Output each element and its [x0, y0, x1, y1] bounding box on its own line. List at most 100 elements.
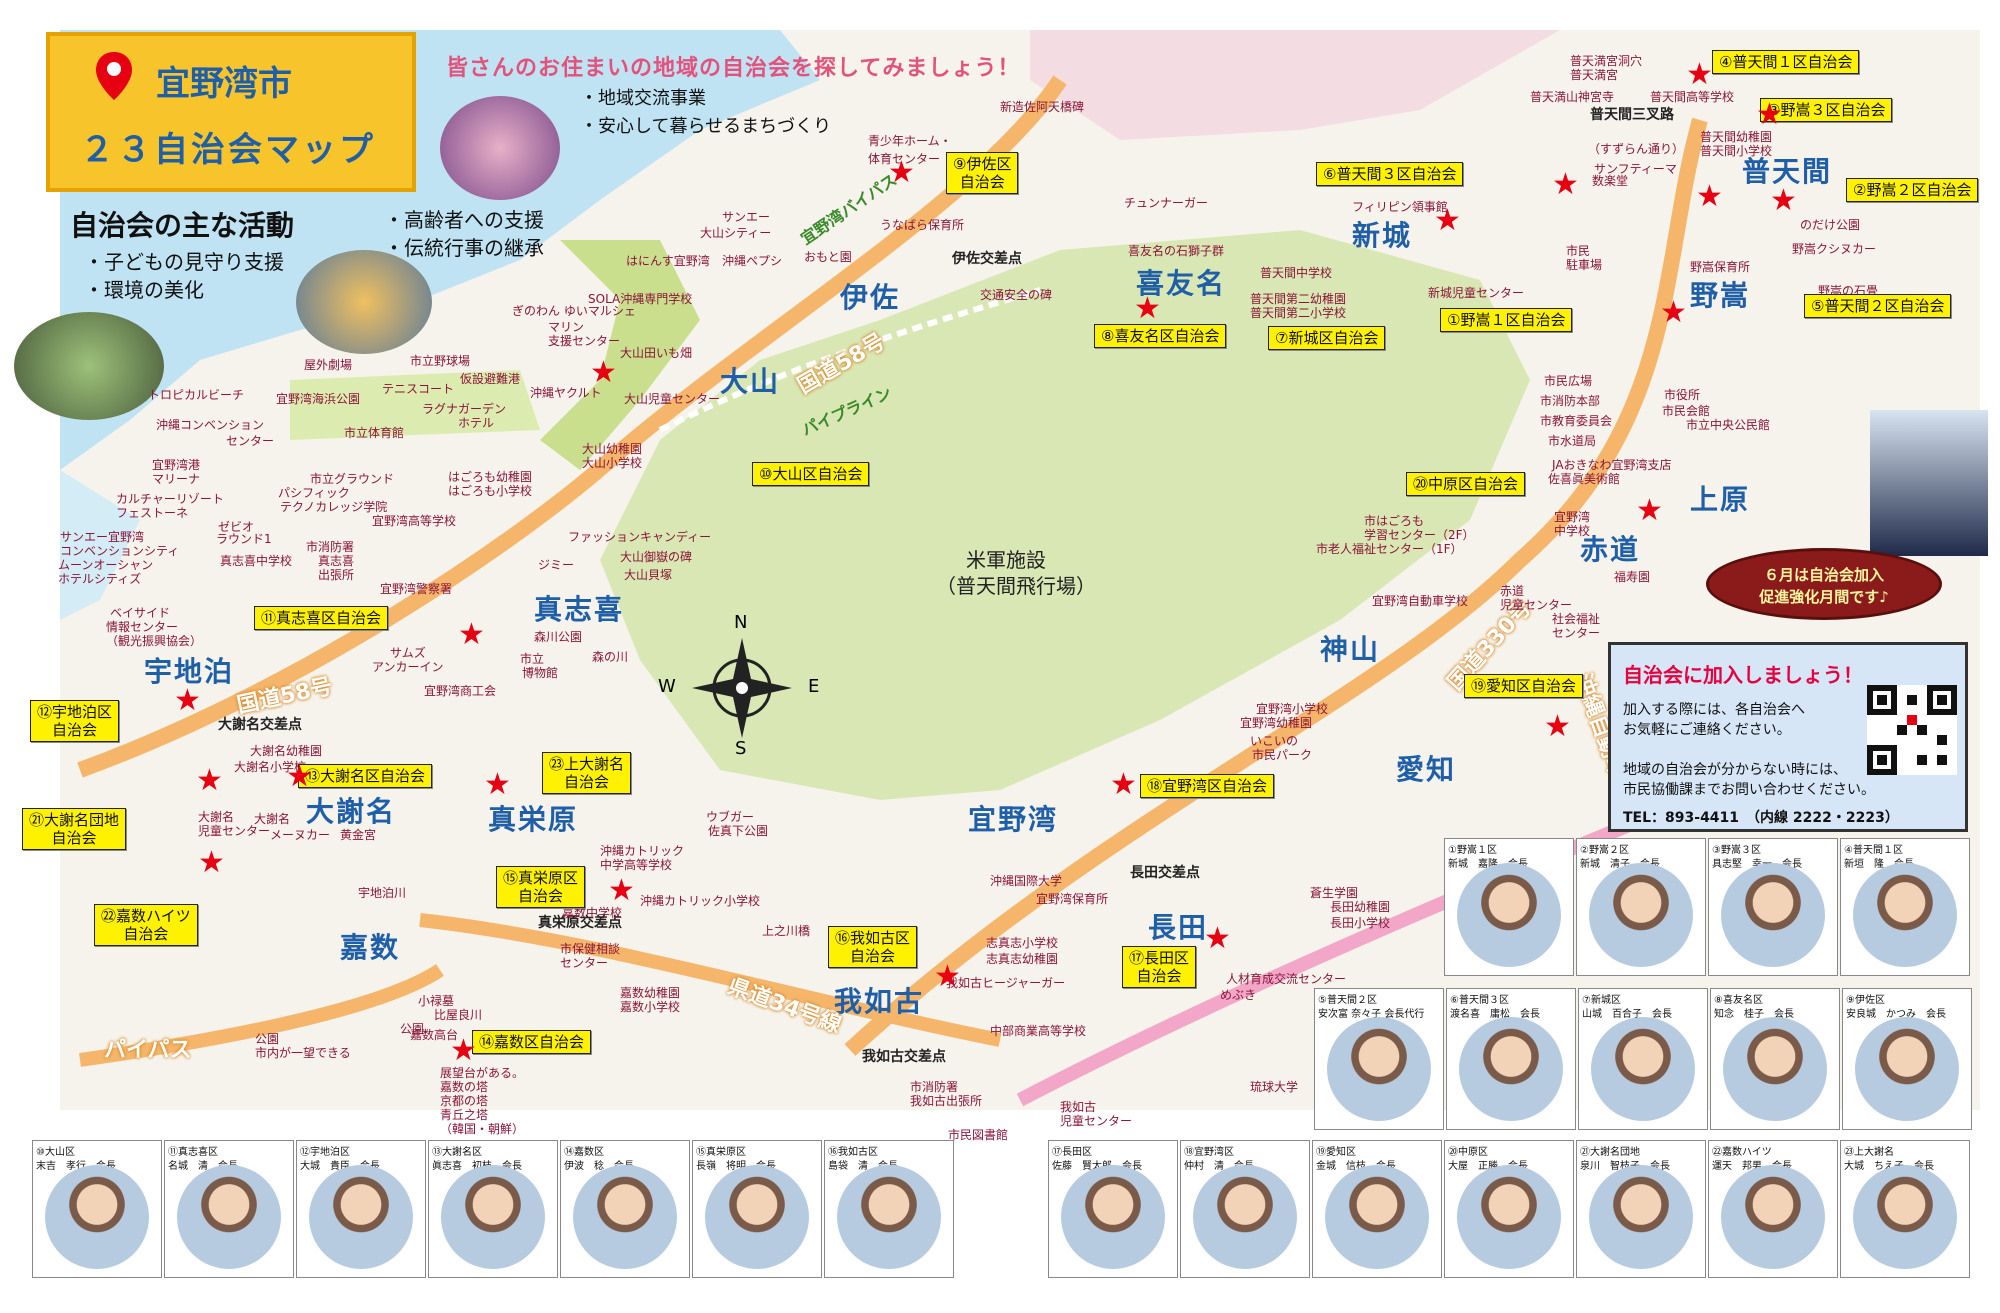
district-7: 赤道 [1580, 533, 1641, 566]
president-photo [1853, 1165, 1957, 1269]
association-tag-16[interactable]: ⑯我如古区自治会 [828, 926, 918, 968]
association-star-icon-12[interactable]: ★ [174, 683, 201, 718]
place-149: 我如古 [1060, 1100, 1097, 1114]
association-star-icon-19[interactable]: ★ [1544, 709, 1571, 744]
association-star-icon-13[interactable]: ★ [286, 759, 313, 794]
association-star-icon-17[interactable]: ★ [1204, 921, 1231, 956]
place-115: 野嵩保育所 [1690, 260, 1751, 274]
association-tag-7[interactable]: ⑦新城区自治会 [1268, 326, 1386, 350]
activity-1: ・子どもの見守り支援 [84, 250, 284, 274]
place-73: 沖縄カトリック [600, 844, 685, 858]
join-line-4: 市民協働課までお問い合わせください。 [1623, 782, 1875, 798]
association-tag-15[interactable]: ⑮真栄原区自治会 [496, 866, 586, 908]
association-tag-13[interactable]: ⑬大謝名区自治会 [298, 764, 433, 788]
city-title: 宜野湾市 [156, 64, 292, 104]
association-tag-label: ⑳中原区自治会 [1413, 475, 1519, 493]
association-star-icon-16[interactable]: ★ [934, 959, 961, 994]
association-star-icon-6[interactable]: ★ [1552, 167, 1579, 202]
association-star-icon-11[interactable]: ★ [458, 617, 485, 652]
place-95: 喜友名の石獅子群 [1128, 244, 1225, 258]
place-17: 大山小学校 [582, 456, 643, 470]
association-tag-17[interactable]: ⑰長田区自治会 [1122, 946, 1197, 988]
association-tag-19[interactable]: ⑲愛知区自治会 [1464, 674, 1584, 698]
association-tag-1[interactable]: ①野嵩１区自治会 [1440, 308, 1573, 332]
place-108: 普天間幼稚園 [1700, 130, 1773, 144]
join-line-1: 加入する際には、各自治会へ [1623, 702, 1805, 718]
association-tag-4[interactable]: ④普天間１区自治会 [1712, 50, 1860, 74]
association-star-icon-10[interactable]: ★ [590, 355, 617, 390]
president-photo [1723, 1017, 1827, 1121]
place-6: はにんす宜野湾 [626, 254, 710, 268]
district-4: 普天間 [1742, 155, 1833, 188]
place-77: 上之川橋 [762, 924, 811, 938]
association-tag-23[interactable]: ㉓上大謝名自治会 [542, 752, 632, 794]
place-117: 市民広場 [1544, 374, 1593, 388]
association-star-icon-15[interactable]: ★ [608, 873, 635, 908]
place-14: 沖縄ヤクルト [530, 386, 602, 400]
association-tag-label: ⑦新城区自治会 [1275, 329, 1379, 347]
place-105: 普天満宮 [1570, 68, 1619, 82]
association-tag-21[interactable]: ㉑大謝名団地自治会 [22, 808, 127, 850]
association-star-icon-7[interactable]: ★ [1434, 203, 1461, 238]
association-tag-11[interactable]: ⑪真志喜区自治会 [254, 606, 389, 630]
place-134: 宜野湾自動車学校 [1372, 594, 1469, 608]
place-103: 交通安全の碑 [980, 288, 1053, 302]
association-star-icon-18[interactable]: ★ [1110, 767, 1137, 802]
association-star-icon-2[interactable]: ★ [1770, 183, 1797, 218]
place-40: コンベンションシティ [60, 544, 180, 558]
president-photo [177, 1165, 281, 1269]
association-tag-label-2: 自治会 [123, 925, 169, 943]
association-tag-label: ②野嵩２区自治会 [1853, 181, 1972, 199]
president-name: 運天 邦男 会長 [1712, 1161, 1792, 1172]
association-tag-6[interactable]: ⑥普天間３区自治会 [1316, 162, 1464, 186]
president-photo [1855, 1017, 1959, 1121]
association-tag-18[interactable]: ⑱宜野湾区自治会 [1140, 774, 1275, 798]
place-42: ラウンド1 [216, 532, 272, 546]
president-name: 安次富 奈々子 会長代行 [1318, 1009, 1425, 1020]
association-tag-20[interactable]: ⑳中原区自治会 [1406, 472, 1526, 496]
association-star-icon-1[interactable]: ★ [1660, 295, 1687, 330]
place-37: フェストーネ [116, 506, 189, 520]
association-tag-3[interactable]: ③野嵩３区自治会 [1760, 98, 1893, 122]
place-21: トロピカルビーチ [148, 388, 245, 402]
association-star-icon-4[interactable]: ★ [1686, 57, 1713, 92]
president-photo [1589, 1165, 1693, 1269]
president-card-16: ⑯我如古区島袋 清 会長 [824, 1140, 954, 1278]
association-tag-22[interactable]: ㉒嘉数ハイツ自治会 [94, 904, 198, 946]
association-tag-label-2: 自治会 [518, 887, 564, 905]
association-star-icon-22[interactable]: ★ [198, 845, 225, 880]
place-80: 嘉数幼稚園 [620, 986, 681, 1000]
association-star-icon-5[interactable]: ★ [1696, 179, 1723, 214]
place-41: ゼビオ [218, 520, 255, 534]
place-127: 学習センター（2F） [1364, 528, 1475, 542]
place-54: ベイサイド [110, 606, 171, 620]
president-card-10: ⑩大山区末吉 孝行 会長 [32, 1140, 162, 1278]
association-tag-14[interactable]: ⑭嘉数区自治会 [472, 1030, 592, 1054]
place-145: 我如古ヒージャーガー [946, 976, 1066, 990]
place-39: サンエー宜野湾 [60, 530, 145, 544]
association-tag-9[interactable]: ⑨伊佐区自治会 [946, 152, 1019, 194]
association-tag-label: ⑭嘉数区自治会 [479, 1033, 585, 1051]
president-district: ⑥普天間３区 [1450, 995, 1509, 1006]
association-star-icon-8[interactable]: ★ [1134, 291, 1161, 326]
association-star-icon-3[interactable]: ★ [1756, 97, 1783, 132]
place-123: 市水道局 [1548, 434, 1597, 448]
association-star-icon-9[interactable]: ★ [888, 155, 915, 190]
district-6: 上原 [1690, 483, 1751, 516]
president-district: ⑰長田区 [1052, 1147, 1092, 1158]
association-tag-10[interactable]: ⑩大山区自治会 [752, 462, 870, 486]
association-star-icon-21[interactable]: ★ [196, 763, 223, 798]
association-tag-2[interactable]: ②野嵩２区自治会 [1846, 178, 1979, 202]
association-star-icon-14[interactable]: ★ [450, 1033, 477, 1068]
association-star-icon-20[interactable]: ★ [1636, 493, 1663, 528]
president-name: 新城 嘉隆 会長 [1448, 859, 1528, 870]
association-tag-5[interactable]: ⑤普天間２区自治会 [1804, 294, 1952, 318]
president-card-9: ⑨伊佐区安良城 かつみ 会長 [1842, 988, 1972, 1130]
qr-code-icon[interactable] [1867, 685, 1957, 775]
president-district: ④普天間１区 [1844, 845, 1903, 856]
association-star-icon-23[interactable]: ★ [484, 767, 511, 802]
place-69: メーヌカー [270, 828, 331, 842]
association-tag-12[interactable]: ⑫宇地泊区自治会 [30, 700, 120, 742]
association-tag-8[interactable]: ⑧喜友名区自治会 [1094, 324, 1227, 348]
